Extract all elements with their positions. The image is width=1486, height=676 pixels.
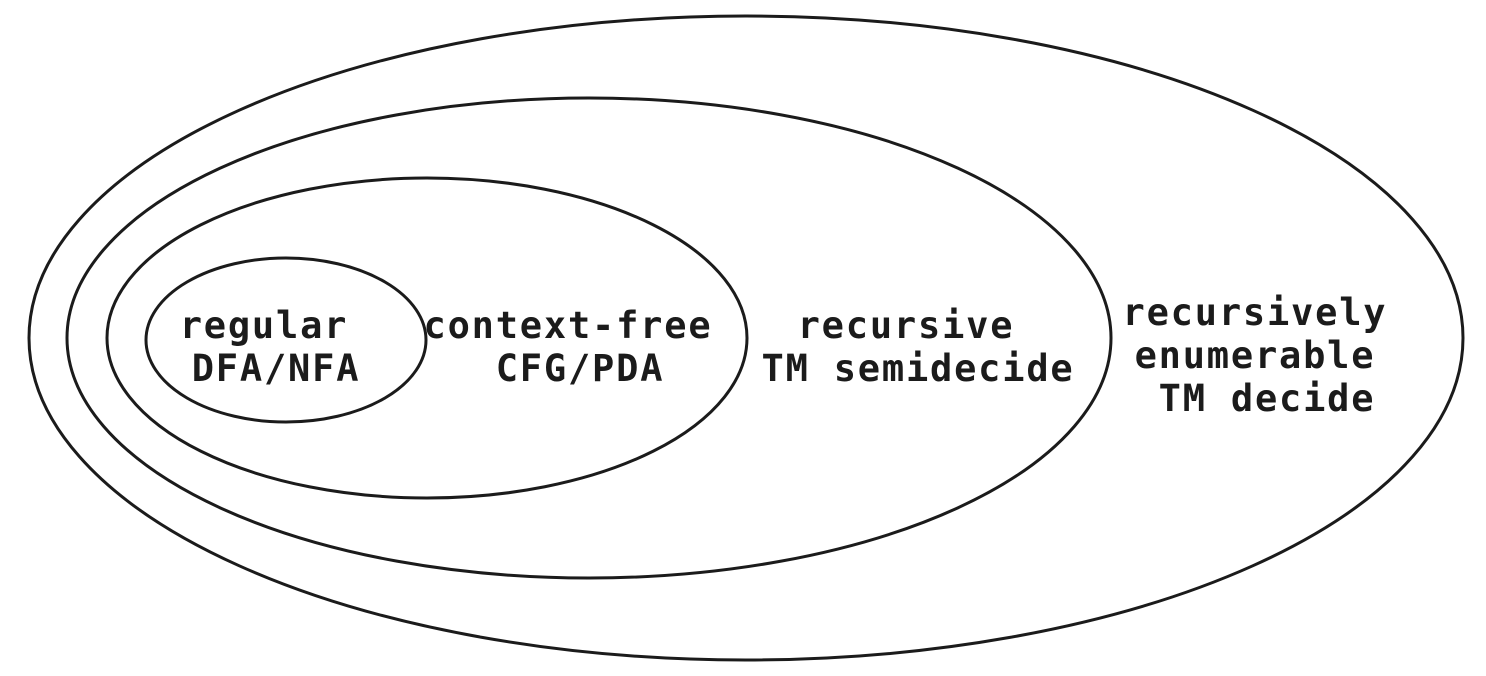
label-context-free: context-free CFG/PDA: [424, 304, 737, 390]
label-recursively-enumerable-line-1: recursively: [1123, 291, 1388, 334]
label-recursively-enumerable-line-3: TM decide: [1159, 377, 1376, 420]
ellipse-context-free: [105, 176, 749, 500]
ellipse-recursive: [65, 96, 1113, 580]
label-context-free-line-2: CFG/PDA: [496, 347, 665, 390]
label-regular: regular DFA/NFA: [180, 304, 373, 390]
ellipse-regular: [144, 256, 428, 424]
label-recursively-enumerable: recursively enumerable TM decide: [1123, 291, 1412, 420]
label-recursive: recursive TM semidecide: [762, 304, 1075, 390]
label-regular-line-1: regular: [180, 304, 349, 347]
label-context-free-line-1: context-free: [424, 304, 713, 347]
label-recursive-line-2: TM semidecide: [762, 347, 1075, 390]
label-regular-line-2: DFA/NFA: [192, 347, 361, 390]
label-recursively-enumerable-line-2: enumerable: [1135, 334, 1376, 377]
label-recursive-line-1: recursive: [798, 304, 1015, 347]
ellipse-recursively-enumerable: [27, 14, 1465, 662]
